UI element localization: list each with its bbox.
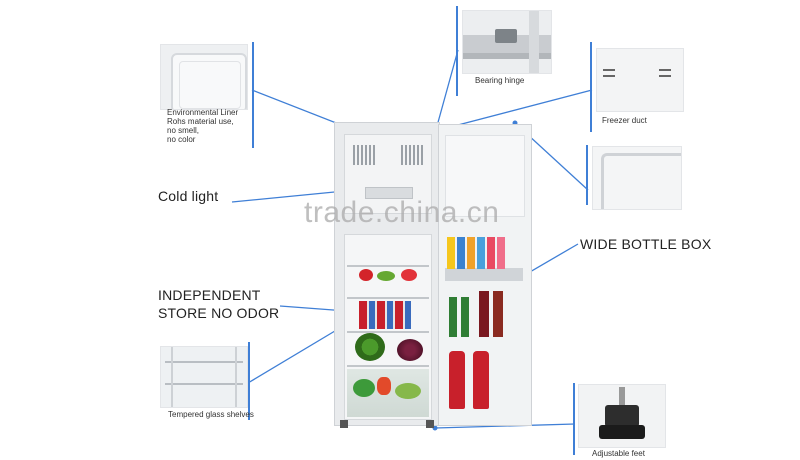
wide-bottle-box-label: WIDE BOTTLE BOX xyxy=(580,236,712,252)
hinge-detail-photo xyxy=(462,10,552,74)
bar-hinge xyxy=(456,6,458,96)
fridge-foot xyxy=(426,420,434,428)
liner-detail-photo xyxy=(160,44,248,110)
freezer-vent xyxy=(353,145,375,165)
canned-drinks xyxy=(359,301,411,329)
door-bottle-shelf xyxy=(445,291,523,343)
freezer-vent xyxy=(401,145,423,165)
door-gasket-photo xyxy=(592,146,682,210)
door-bottle-shelf xyxy=(445,347,523,415)
fruit xyxy=(359,269,373,281)
bar-liner xyxy=(252,42,254,148)
independent-store-label: INDEPENDENT STORE NO ODOR xyxy=(158,287,280,321)
glass-shelves-photo xyxy=(160,346,248,408)
refrigerator-photo xyxy=(334,122,532,428)
vegetable-crisper xyxy=(347,369,429,417)
watermark: trade.china.cn xyxy=(304,196,500,229)
hinge-caption: Bearing hinge xyxy=(475,76,525,85)
grapes xyxy=(397,339,423,361)
fruit xyxy=(401,269,417,281)
leader-hinge xyxy=(436,49,459,127)
cold-light-label: Cold light xyxy=(158,188,219,204)
freezer-duct-photo xyxy=(596,48,684,112)
adjustable-feet-photo xyxy=(578,384,666,448)
open-door xyxy=(438,124,532,426)
leader-feet xyxy=(434,423,576,429)
bar-door-edge xyxy=(586,145,588,205)
door-bottle-shelf xyxy=(445,237,523,281)
bar-glass xyxy=(248,342,250,420)
bar-feet xyxy=(573,383,575,455)
fruit xyxy=(377,271,395,281)
adjustable-feet-caption: Adjustable feet xyxy=(592,449,645,458)
bar-freezer-duct xyxy=(590,42,592,132)
cold-light-panel xyxy=(365,187,413,199)
fridge-compartment xyxy=(344,234,432,420)
fridge-foot xyxy=(340,420,348,428)
liner-caption: Environmental Liner Rohs material use, n… xyxy=(167,108,239,144)
watermelon xyxy=(355,333,385,361)
glass-shelves-caption: Tempered glass shelves xyxy=(168,410,254,419)
freezer-duct-caption: Freezer duct xyxy=(602,116,647,125)
freezer-compartment xyxy=(344,134,432,214)
